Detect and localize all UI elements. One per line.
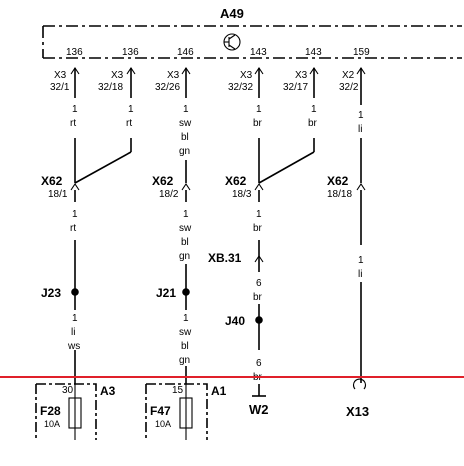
module-a49: A49 136 136 146 143 143 159 (42, 6, 462, 59)
transistor-icon (223, 33, 241, 51)
wire4-color: br (253, 118, 263, 129)
x62-connector-marks (70, 183, 366, 191)
wire-mid1-color: rt (70, 223, 76, 234)
pin-1: 136 (66, 47, 83, 58)
x62-2-pin: 18/2 (159, 189, 179, 200)
x62-4-name: X62 (327, 174, 349, 188)
conn-top-3-pin: 32/26 (155, 82, 180, 93)
wire1-size: 1 (72, 104, 78, 115)
wire-low1-color1: li (71, 327, 75, 338)
conn-top-6-name: X2 (342, 70, 355, 81)
conn-top-5-pin: 32/17 (283, 82, 308, 93)
wire-low2-color1: sw (179, 327, 192, 338)
conn-top-4-name: X3 (240, 70, 253, 81)
fuse-f47-pin: 15 (172, 385, 184, 396)
ground-w2: W2 (249, 402, 269, 417)
conn-top-4-pin: 32/32 (228, 82, 253, 93)
wire2-size: 1 (128, 104, 134, 115)
wire2-color: rt (126, 118, 132, 129)
pin-6: 159 (353, 47, 370, 58)
pin-4: 143 (250, 47, 267, 58)
wire-mid3-color: br (253, 223, 263, 234)
wire-mid2-color1: sw (179, 223, 192, 234)
module-label: A49 (220, 6, 244, 21)
fuse-f28-name: F28 (40, 404, 61, 418)
x62-2-name: X62 (152, 174, 174, 188)
xb31-label: XB.31 (208, 251, 242, 265)
wire-low2-size: 1 (183, 313, 189, 324)
conn-top-1-pin: 32/1 (50, 82, 70, 93)
wire-low2-color3: gn (179, 355, 190, 366)
x62-1-pin: 18/1 (48, 189, 68, 200)
splice-j21-label: J21 (156, 286, 176, 300)
wire-mid2-size: 1 (183, 209, 189, 220)
wire6-color: li (358, 124, 362, 135)
x62-1-name: X62 (41, 174, 63, 188)
wire1-color: rt (70, 118, 76, 129)
wire-mid2-color2: bl (181, 237, 189, 248)
splice-j40: J40 (225, 314, 263, 328)
wire3-size: 1 (183, 104, 189, 115)
wire5-color: br (308, 118, 318, 129)
fuse-f28-rating: 10A (44, 419, 60, 429)
wire4-size: 1 (256, 104, 262, 115)
conn-top-6-pin: 32/2 (339, 82, 359, 93)
x62-3-name: X62 (225, 174, 247, 188)
wire3-color1: sw (179, 118, 192, 129)
conn-top-2-pin: 32/18 (98, 82, 123, 93)
wire6-size: 1 (358, 110, 364, 121)
wire-low1-size: 1 (72, 313, 78, 324)
wire-mid1-size: 1 (72, 209, 78, 220)
wire-low3-size: 6 (256, 358, 262, 369)
fuse-f28-pin: 30 (62, 385, 74, 396)
conn-top-3-name: X3 (167, 70, 180, 81)
pin-2: 136 (122, 47, 139, 58)
wire-mid2-color3: gn (179, 251, 190, 262)
x62-3-pin: 18/3 (232, 189, 252, 200)
fuse-box-a3: 30 A3 F28 10A (35, 383, 116, 440)
pin-5: 143 (305, 47, 322, 58)
wire3-color3: gn (179, 146, 190, 157)
wire3-color2: bl (181, 132, 189, 143)
splice-j40-label: J40 (225, 314, 245, 328)
conn-top-2-name: X3 (111, 70, 124, 81)
wire-low2-color2: bl (181, 341, 189, 352)
x62-4-pin: 18/18 (327, 189, 352, 200)
wire-mid4-color: li (358, 269, 362, 280)
wires (74, 68, 362, 397)
conn-top-1-name: X3 (54, 70, 67, 81)
fuse-box-a1: 15 A1 F47 10A (145, 383, 227, 440)
fuse-f47-rating: 10A (155, 419, 171, 429)
xb31-wire-color: br (253, 292, 263, 303)
fuse-f47-name: F47 (150, 404, 171, 418)
splice-j23-label: J23 (41, 286, 61, 300)
wire-mid3-size: 1 (256, 209, 262, 220)
ground-w2-label: W2 (249, 402, 269, 417)
wire5-size: 1 (311, 104, 317, 115)
x13-connector: X13 (346, 378, 369, 419)
splice-j23: J23 (41, 286, 79, 300)
fuse-box-a1-label: A1 (211, 384, 227, 398)
pin-3: 146 (177, 47, 194, 58)
wire-mid4-size: 1 (358, 255, 364, 266)
conn-top-5-name: X3 (295, 70, 308, 81)
x13-label: X13 (346, 404, 369, 419)
splice-j21: J21 (156, 286, 190, 300)
fuse-box-a3-label: A3 (100, 384, 116, 398)
xb31-connector: XB.31 6 br (208, 251, 264, 303)
xb31-wire-size: 6 (256, 278, 262, 289)
wire-low1-color2: ws (67, 341, 80, 352)
